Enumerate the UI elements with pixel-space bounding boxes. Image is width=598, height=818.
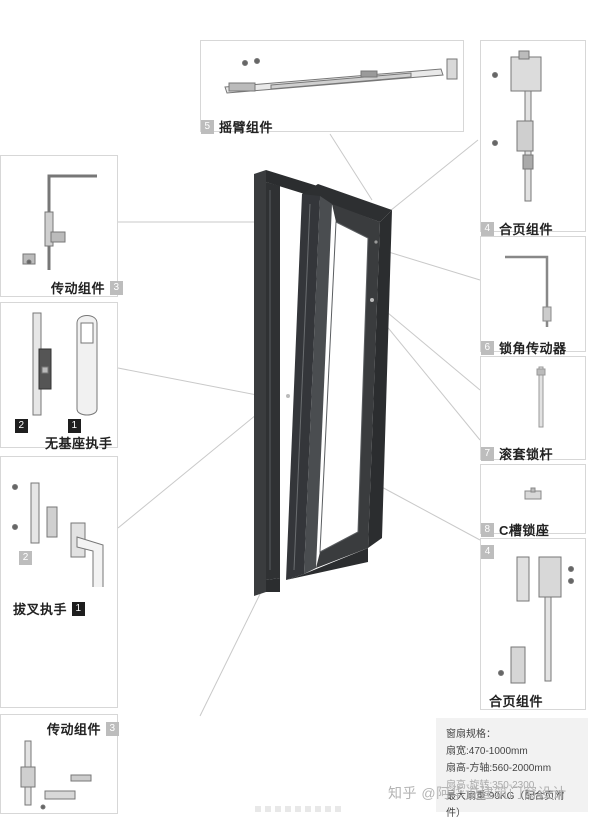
roller-rod-label: 7 滚套锁杆 — [481, 444, 553, 463]
corner-drive-number: 6 — [481, 340, 494, 355]
transmission-bottom-panel: 传动组件 3 — [0, 714, 120, 814]
no-base-handle-label: 无基座执手 — [45, 436, 113, 451]
hinge-top-panel: 4 合页组件 — [480, 40, 586, 237]
roller-rod-number: 7 — [481, 446, 494, 461]
fork-handle-illustration — [12, 482, 104, 587]
hinge-bottom-panel: 4 合页组件 — [480, 538, 586, 710]
spec-max-weight: 最大扇重:90KG（配合页附件） — [446, 791, 565, 818]
spec-height: 扇高-方轴:560-2000mm — [446, 763, 552, 774]
corner-drive-illustration — [505, 255, 552, 327]
hinge-bottom-number: 4 — [481, 545, 494, 559]
c-slot-number: 8 — [481, 522, 494, 537]
c-slot-panel: 8 C槽锁座 — [480, 464, 586, 538]
no-base-handle-number-1: 1 — [68, 419, 81, 433]
hinge-top-label: 4 合页组件 — [481, 219, 553, 238]
no-base-handle-number-2: 2 — [15, 419, 28, 433]
hinge-bottom-label: 合页组件 — [489, 694, 544, 709]
no-base-handle-numbers: 2 1 — [15, 419, 81, 433]
transmission-top-label: 传动组件 3 — [51, 278, 124, 297]
spec-title: 窗扇规格： — [446, 729, 496, 740]
fork-handle-panel: 2 拔叉执手 1 — [0, 456, 118, 708]
hinge-bottom-illustration — [498, 556, 574, 684]
c-slot-illustration — [524, 487, 542, 500]
corner-drive-panel: 6 锁角传动器 — [480, 236, 586, 356]
no-base-handle-panel: 2 1 无基座执手 — [0, 302, 118, 451]
sash-spec-box: 窗扇规格： 扇宽:470-1000mm 扇高-方轴:560-2000mm 扇高-… — [436, 718, 588, 818]
swing-arm-label: 5 摇臂组件 — [201, 117, 273, 136]
roller-rod-illustration — [536, 366, 546, 428]
fork-handle-number-1: 1 — [72, 601, 86, 616]
corner-drive-label: 6 锁角传动器 — [481, 338, 567, 357]
transmission-bottom-illustration — [20, 740, 92, 810]
roller-rod-panel: 7 滚套锁杆 — [480, 356, 586, 463]
transmission-top-number: 3 — [110, 280, 124, 295]
spec-height-rotation: 扇高-旋转:350-2300 — [446, 780, 535, 791]
transmission-bottom-label: 传动组件 3 — [47, 719, 120, 738]
swing-arm-panel: 5 摇臂组件 — [200, 40, 464, 135]
window-frame-illustration — [254, 170, 392, 596]
swing-arm-number: 5 — [201, 119, 214, 134]
transmission-top-illustration — [22, 174, 97, 270]
watermark: 知乎 @阿华说建筑门窗设计 — [388, 785, 567, 801]
hinge-top-illustration — [492, 50, 542, 202]
no-base-handle-illustration — [32, 312, 98, 416]
transmission-top-panel: 传动组件 3 — [0, 155, 124, 297]
swing-arm-illustration — [224, 58, 458, 94]
bottom-decoration — [255, 806, 345, 812]
hinge-top-number: 4 — [481, 221, 494, 236]
fork-handle-number-2: 2 — [19, 551, 32, 565]
c-slot-label: 8 C槽锁座 — [481, 520, 549, 539]
fork-handle-label: 拔叉执手 1 — [13, 599, 86, 618]
transmission-bottom-number: 3 — [106, 721, 120, 736]
spec-width: 扇宽:470-1000mm — [446, 746, 528, 757]
